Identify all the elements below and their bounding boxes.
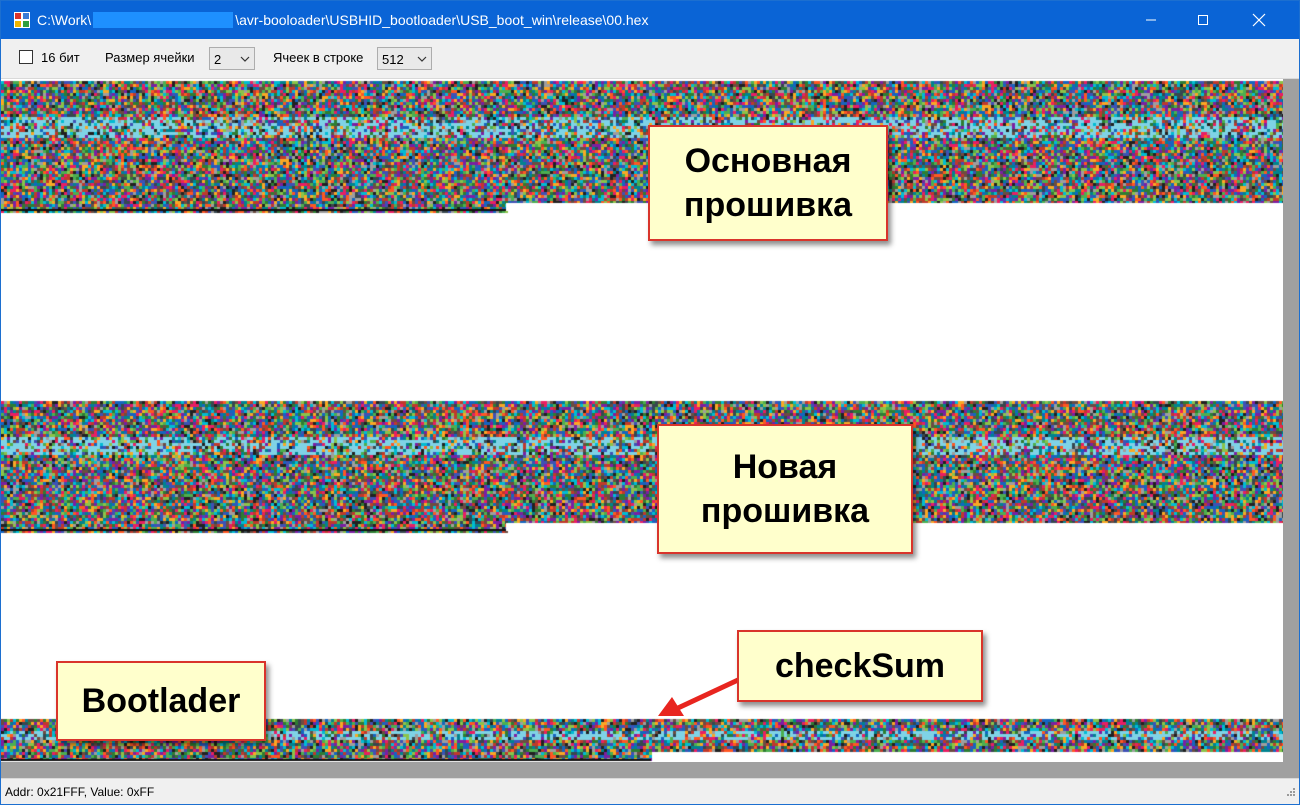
callout-new-line2: прошивка (700, 492, 870, 530)
bit16-label: 16 бит (41, 50, 80, 65)
status-text: Addr: 0x21FFF, Value: 0xFF (5, 785, 155, 799)
minimize-icon (1146, 19, 1156, 21)
callout-new-line1: Новая (732, 448, 838, 486)
callout-main-firmware: Основная прошивка (648, 125, 888, 241)
resize-grip-icon[interactable] (1284, 787, 1296, 799)
cell-size-value: 2 (214, 52, 222, 67)
maximize-icon (1198, 15, 1208, 25)
title-path-start: C:\Work\ (37, 12, 92, 28)
toolbar: 16 бит Размер ячейки 2 Ячеек в строке 51… (1, 39, 1299, 79)
cell-size-label: Размер ячейки (105, 50, 195, 65)
title-bar[interactable]: C:\Work\ \avr-booloader\USBHID_bootloade… (1, 1, 1299, 39)
vertical-scrollbar[interactable] (1283, 79, 1299, 778)
title-path-end: \avr-booloader\USBHID_bootloader\USB_boo… (235, 12, 649, 28)
chevron-down-icon (417, 56, 427, 62)
callout-new-firmware: Новая прошивка (657, 424, 913, 554)
chevron-down-icon (240, 56, 250, 62)
callout-bootloader: Bootlader (56, 661, 266, 741)
title-redaction (93, 12, 234, 28)
app-icon (14, 12, 30, 28)
horizontal-scrollbar[interactable] (1, 762, 1283, 778)
cell-size-select[interactable]: 2 (209, 47, 255, 70)
maximize-button[interactable] (1177, 1, 1229, 39)
close-icon (1252, 13, 1266, 27)
window-title: C:\Work\ \avr-booloader\USBHID_bootloade… (37, 12, 648, 28)
row-cells-label: Ячеек в строке (273, 50, 364, 65)
bit16-checkbox[interactable] (19, 50, 33, 64)
row-cells-value: 512 (382, 52, 404, 67)
minimize-button[interactable] (1125, 1, 1177, 39)
callout-checksum: checkSum (737, 630, 983, 702)
callout-main-line2: прошивка (683, 186, 853, 224)
status-bar: Addr: 0x21FFF, Value: 0xFF (1, 778, 1299, 804)
callout-boot-text: Bootlader (81, 682, 241, 720)
close-button[interactable] (1233, 1, 1285, 39)
callout-checksum-text: checkSum (774, 647, 946, 685)
callout-main-line1: Основная (684, 142, 852, 180)
row-cells-select[interactable]: 512 (377, 47, 432, 70)
